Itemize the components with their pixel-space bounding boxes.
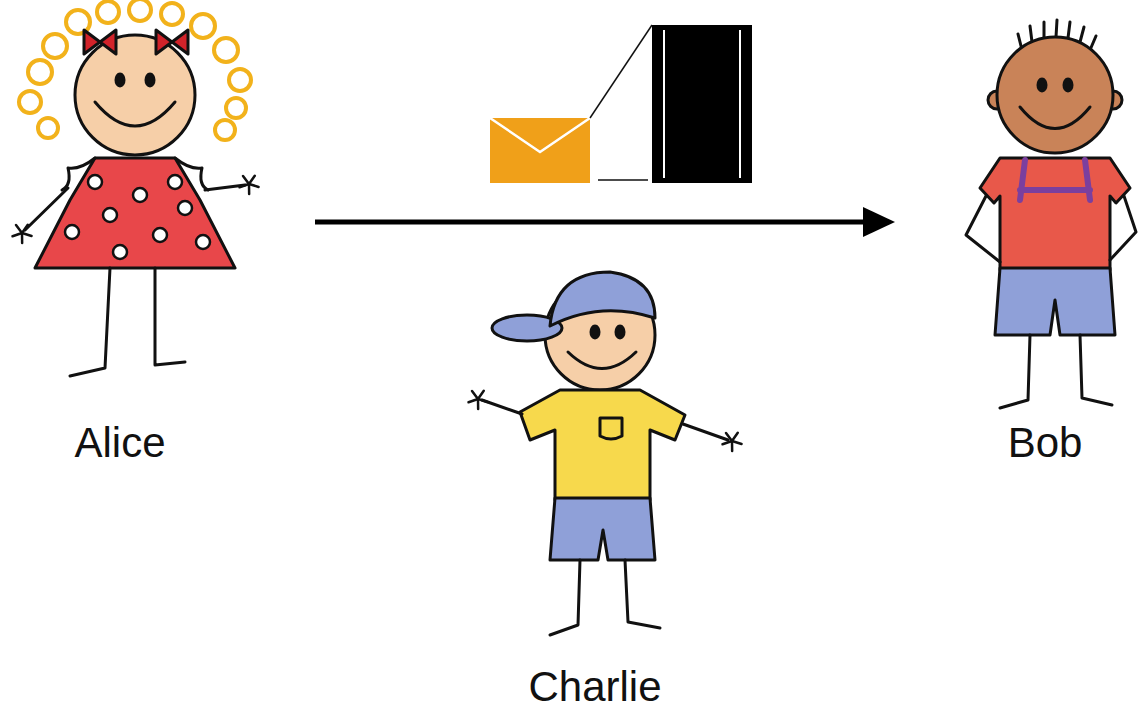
person-figure: Bob xyxy=(965,20,1140,480)
person-figure: Charlie xyxy=(475,268,740,715)
hand-stroke xyxy=(478,391,484,399)
message-arrow xyxy=(315,207,895,237)
message-envelope xyxy=(490,118,590,183)
arrow-shaft xyxy=(315,220,865,225)
hand-stroke xyxy=(243,176,249,184)
lock-box xyxy=(652,25,752,183)
person-name: Charlie xyxy=(528,664,661,710)
hand-stroke xyxy=(240,184,249,187)
hand-stroke xyxy=(469,399,478,402)
hand-stroke xyxy=(16,225,22,233)
person-name: Alice xyxy=(74,420,165,466)
person-name: Bob xyxy=(1008,420,1083,466)
hand-stroke xyxy=(732,433,738,441)
arrow-head xyxy=(863,207,895,237)
charlie-figure xyxy=(482,272,728,635)
hand-stroke xyxy=(726,433,732,441)
bob-figure xyxy=(966,20,1136,408)
hand-stroke xyxy=(478,399,488,402)
hand-stroke xyxy=(472,391,478,399)
zoom-lines xyxy=(590,25,652,180)
hand-stroke xyxy=(732,441,742,444)
hand-marks xyxy=(13,176,742,451)
hand-stroke xyxy=(22,233,32,236)
hand-stroke xyxy=(249,176,255,184)
hand-stroke xyxy=(249,184,259,187)
hand-stroke xyxy=(723,441,732,444)
alice-figure xyxy=(19,0,251,376)
hand-stroke xyxy=(13,233,22,236)
hand-stroke xyxy=(22,225,28,233)
person-figure: Alice xyxy=(10,0,255,480)
